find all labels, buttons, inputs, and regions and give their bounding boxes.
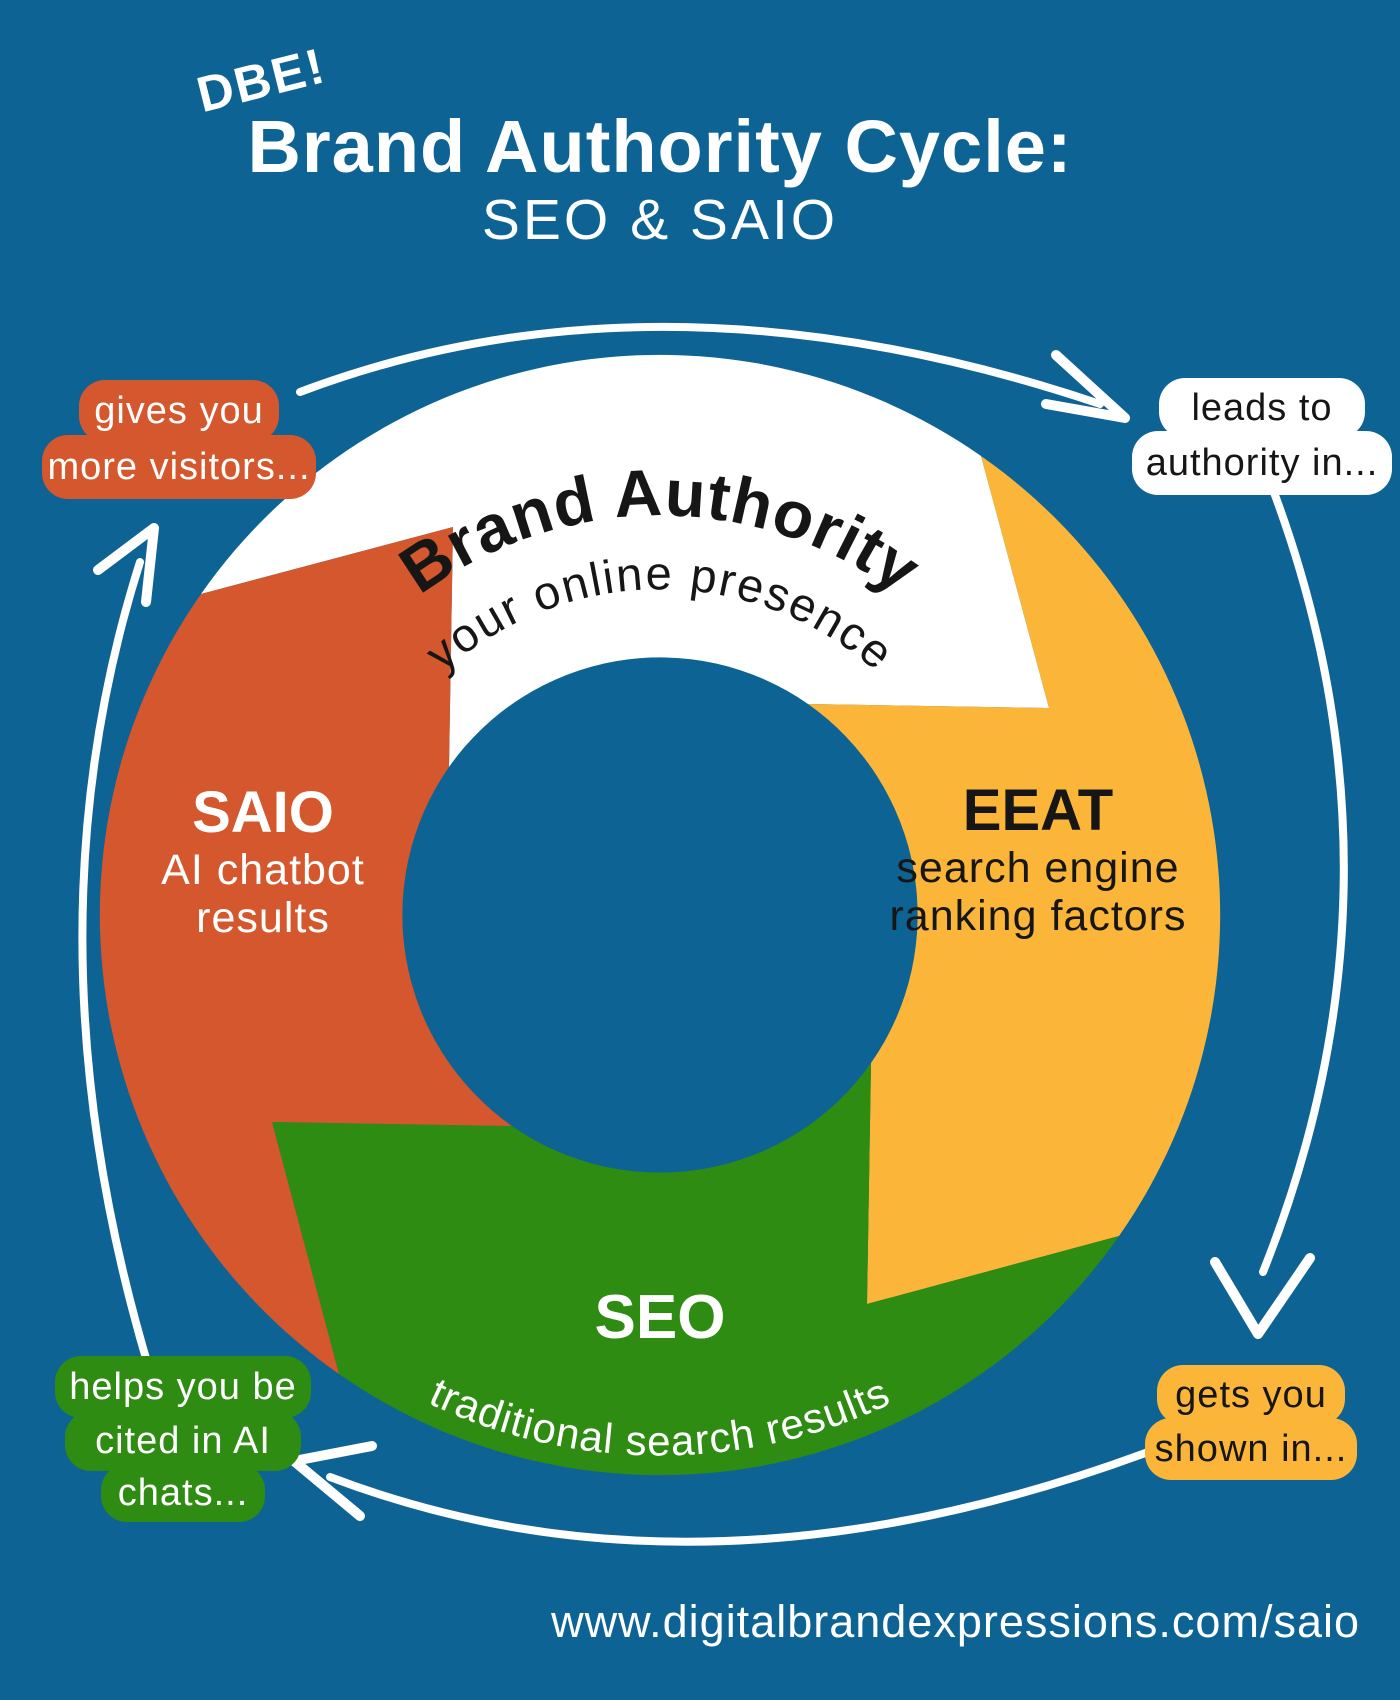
arrow-bottom xyxy=(326,1448,1152,1546)
arrow-left xyxy=(78,558,154,1376)
callout-line: gives you xyxy=(79,380,279,442)
saio-description-line-1: AI chatbot xyxy=(161,846,365,894)
segment-brand-authority xyxy=(201,354,1049,767)
saio-description-line-2: results xyxy=(196,894,330,942)
eeat-label: EEAT xyxy=(963,778,1113,843)
eeat-description-line-1: search engine xyxy=(896,844,1179,892)
eeat-description-line-2: ranking factors xyxy=(889,892,1186,940)
callout-line: leads to xyxy=(1159,378,1365,438)
page-title: Brand Authority Cycle: xyxy=(247,105,1073,188)
saio-label: SAIO xyxy=(192,780,334,845)
callout-line: helps you be xyxy=(55,1356,311,1418)
segment-seo xyxy=(272,1063,1119,1476)
callout-line: cited in AI xyxy=(65,1411,301,1471)
callout-line: more visitors... xyxy=(42,435,316,499)
arrow-bottom-head xyxy=(289,1441,377,1521)
seo-label: SEO xyxy=(595,1283,726,1352)
arrow-top-head xyxy=(1041,350,1130,423)
callout-leads-to-authority-in: leads to authority in... xyxy=(1132,378,1392,495)
header: Brand Authority Cycle: SEO & SAIO xyxy=(0,110,1320,249)
arrow-top xyxy=(296,322,1104,408)
callout-helps-you-be-cited: helps you be cited in AI chats... xyxy=(55,1356,311,1522)
callout-line: shown in... xyxy=(1145,1418,1357,1480)
callout-gets-you-shown-in: gets you shown in... xyxy=(1145,1365,1357,1480)
arrow-right xyxy=(1259,483,1348,1276)
callout-line: chats... xyxy=(101,1464,265,1522)
segment-saio xyxy=(99,527,512,1374)
segment-eeat xyxy=(808,456,1221,1304)
arrow-left-head xyxy=(93,523,159,607)
callout-line: gets you xyxy=(1157,1365,1345,1425)
page-subtitle: SEO & SAIO xyxy=(481,188,839,252)
callout-gives-you-more-visitors: gives you more visitors... xyxy=(42,380,316,499)
footer-url: www.digitalbrandexpressions.com/saio xyxy=(551,1596,1360,1647)
callout-line: authority in... xyxy=(1132,431,1392,495)
arrow-right-head xyxy=(1210,1253,1315,1339)
